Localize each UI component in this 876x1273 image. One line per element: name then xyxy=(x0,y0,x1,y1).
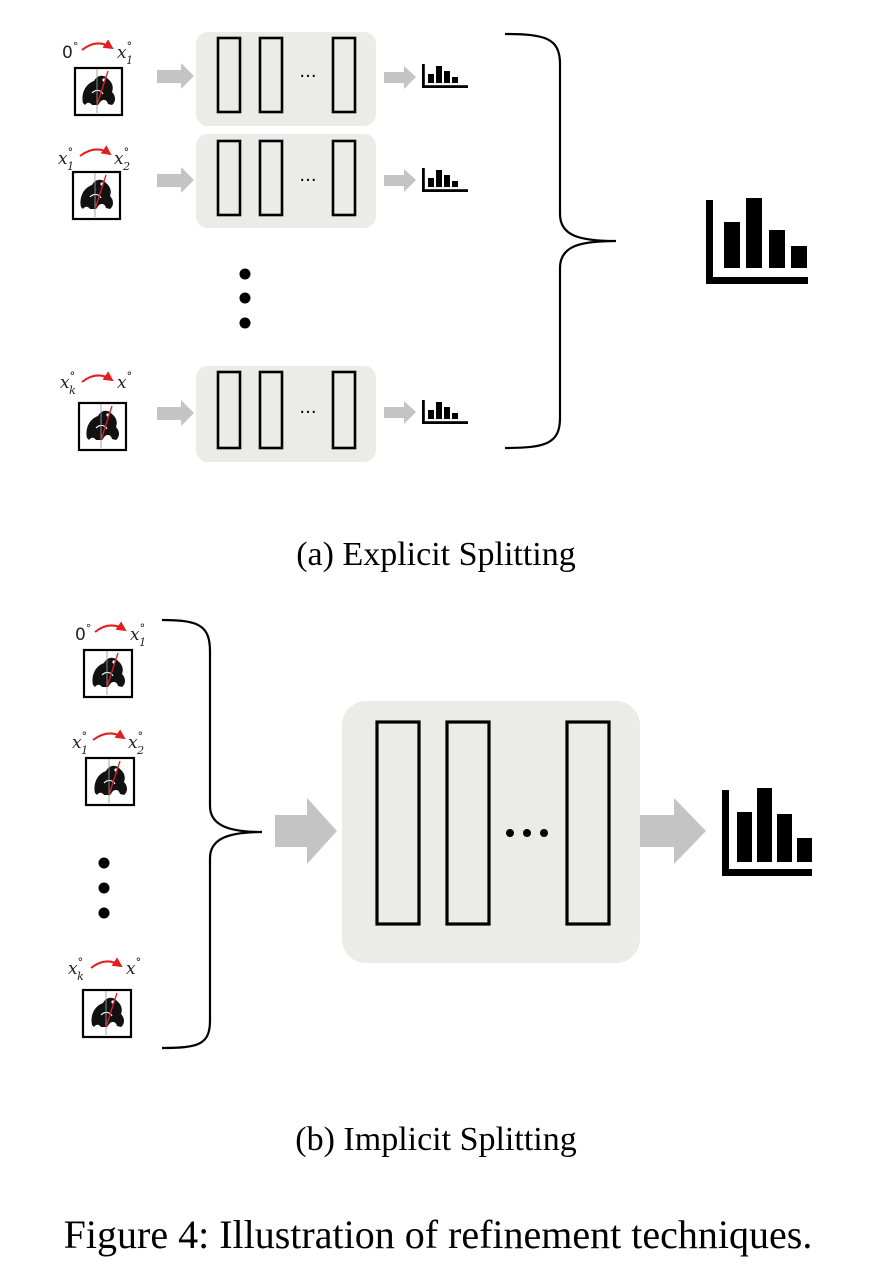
curly-brace-icon xyxy=(161,618,263,1050)
layer-ellipsis xyxy=(506,829,548,837)
figure-caption: Figure 4: Illustration of refinement tec… xyxy=(64,1212,813,1257)
rotation-from-label: 0° xyxy=(75,622,91,645)
panel-b-caption: (b) Implicit Splitting xyxy=(295,1121,576,1158)
panel-a: 0° x°1 ··· x°1 x°2 xyxy=(58,32,808,573)
flow-arrow-icon xyxy=(640,815,675,847)
histogram-icon-large xyxy=(722,788,812,876)
panel-b: 0° x°1 x°1 x°2 xyxy=(68,618,812,1158)
layer-ellipsis: ··· xyxy=(299,402,316,423)
rotation-arrow-icon xyxy=(92,729,126,741)
layer-1 xyxy=(216,139,242,217)
vertical-ellipsis xyxy=(98,857,110,919)
layer-2 xyxy=(445,720,491,926)
rotation-from-label: x°k xyxy=(68,956,84,983)
layer-2 xyxy=(258,370,284,450)
flow-arrow-icon xyxy=(384,407,404,418)
rotation-arrow-icon xyxy=(90,957,123,969)
panel-a-row-2: x°1 x°2 ··· xyxy=(58,134,468,228)
rotation-to-label: x° xyxy=(126,956,141,979)
rotation-from-label: x°k xyxy=(60,370,76,397)
panel-b-row-1: 0° x°1 xyxy=(75,621,146,699)
layer-n xyxy=(565,720,611,926)
layer-n xyxy=(331,370,357,450)
rotation-to-label: x°2 xyxy=(114,146,130,173)
rotation-arrow-icon xyxy=(79,145,112,157)
flow-arrow-icon xyxy=(157,70,181,83)
flow-arrow-icon xyxy=(275,815,308,847)
rotation-to-label: x°2 xyxy=(128,730,144,757)
layer-n xyxy=(331,36,357,114)
panel-a-row-k: x°k x° ··· xyxy=(60,366,468,462)
flow-arrow-icon xyxy=(157,407,181,420)
panel-b-row-2: x°1 x°2 xyxy=(72,729,144,807)
flow-arrow-icon xyxy=(384,72,404,83)
curly-brace-icon xyxy=(504,32,617,450)
flow-arrow-icon xyxy=(157,174,181,187)
panel-a-row-1: 0° x°1 ··· xyxy=(62,32,468,126)
rotation-arrow-icon xyxy=(94,621,127,633)
layer-2 xyxy=(258,36,284,114)
rotation-to-label: x°1 xyxy=(117,40,133,67)
histogram-icon xyxy=(422,168,468,192)
rotation-from-label: x°1 xyxy=(58,146,74,173)
layer-2 xyxy=(258,139,284,217)
histogram-icon xyxy=(422,400,468,424)
frog-thumbnail-icon xyxy=(73,66,124,117)
vertical-ellipsis xyxy=(239,268,251,329)
panel-b-row-k: x°k x° xyxy=(68,956,141,1039)
panel-a-caption: (a) Explicit Splitting xyxy=(296,536,576,573)
rotation-arrow-icon xyxy=(81,39,114,51)
histogram-icon xyxy=(422,64,468,88)
rotation-to-label: x°1 xyxy=(130,622,146,649)
layer-n xyxy=(331,139,357,217)
layer-1 xyxy=(375,720,421,926)
rotation-from-label: 0° xyxy=(62,40,78,63)
layer-ellipsis: ··· xyxy=(299,170,316,191)
layer-ellipsis: ··· xyxy=(299,66,316,87)
rotation-to-label: x° xyxy=(117,370,132,393)
layer-1 xyxy=(216,36,242,114)
flow-arrow-icon xyxy=(384,175,404,186)
rotation-from-label: x°1 xyxy=(72,730,88,757)
rotation-arrow-icon xyxy=(81,371,114,383)
layer-1 xyxy=(216,370,242,450)
histogram-icon-large xyxy=(706,198,808,284)
